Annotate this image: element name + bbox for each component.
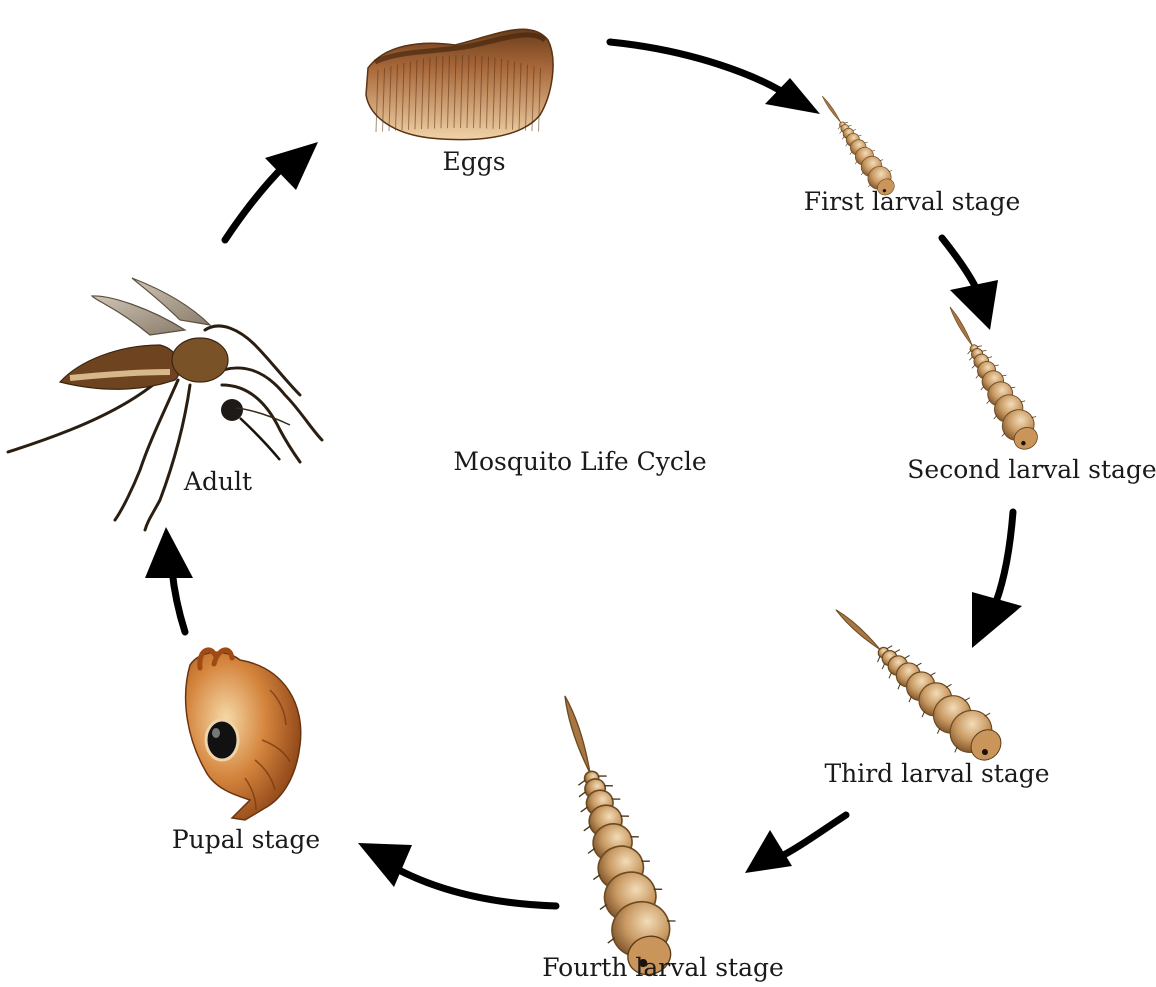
arrow-third-to-fourth xyxy=(745,815,846,873)
first-larva-illustration xyxy=(810,88,902,202)
adult-mosquito-illustration xyxy=(8,278,322,530)
arrow-eggs-to-first xyxy=(610,42,820,114)
diagram-title: Mosquito Life Cycle xyxy=(453,447,706,476)
label-fourth-larval-stage: Fourth larval stage xyxy=(542,953,784,982)
arrow-pupa-to-adult xyxy=(145,527,193,632)
label-adult: Adult xyxy=(183,467,252,496)
label-second-larval-stage: Second larval stage xyxy=(907,455,1156,484)
label-first-larval-stage: First larval stage xyxy=(804,187,1021,216)
arrow-second-to-third xyxy=(972,512,1022,648)
arrow-first-to-second xyxy=(942,238,998,330)
arrow-fourth-to-pupa xyxy=(358,843,556,906)
label-eggs: Eggs xyxy=(442,147,505,176)
label-third-larval-stage: Third larval stage xyxy=(824,759,1049,788)
eggs-illustration xyxy=(366,29,553,139)
arrow-adult-to-eggs xyxy=(225,142,318,240)
pupa-illustration xyxy=(186,650,301,820)
label-pupal-stage: Pupal stage xyxy=(172,825,320,854)
fourth-larva-illustration xyxy=(531,685,689,984)
